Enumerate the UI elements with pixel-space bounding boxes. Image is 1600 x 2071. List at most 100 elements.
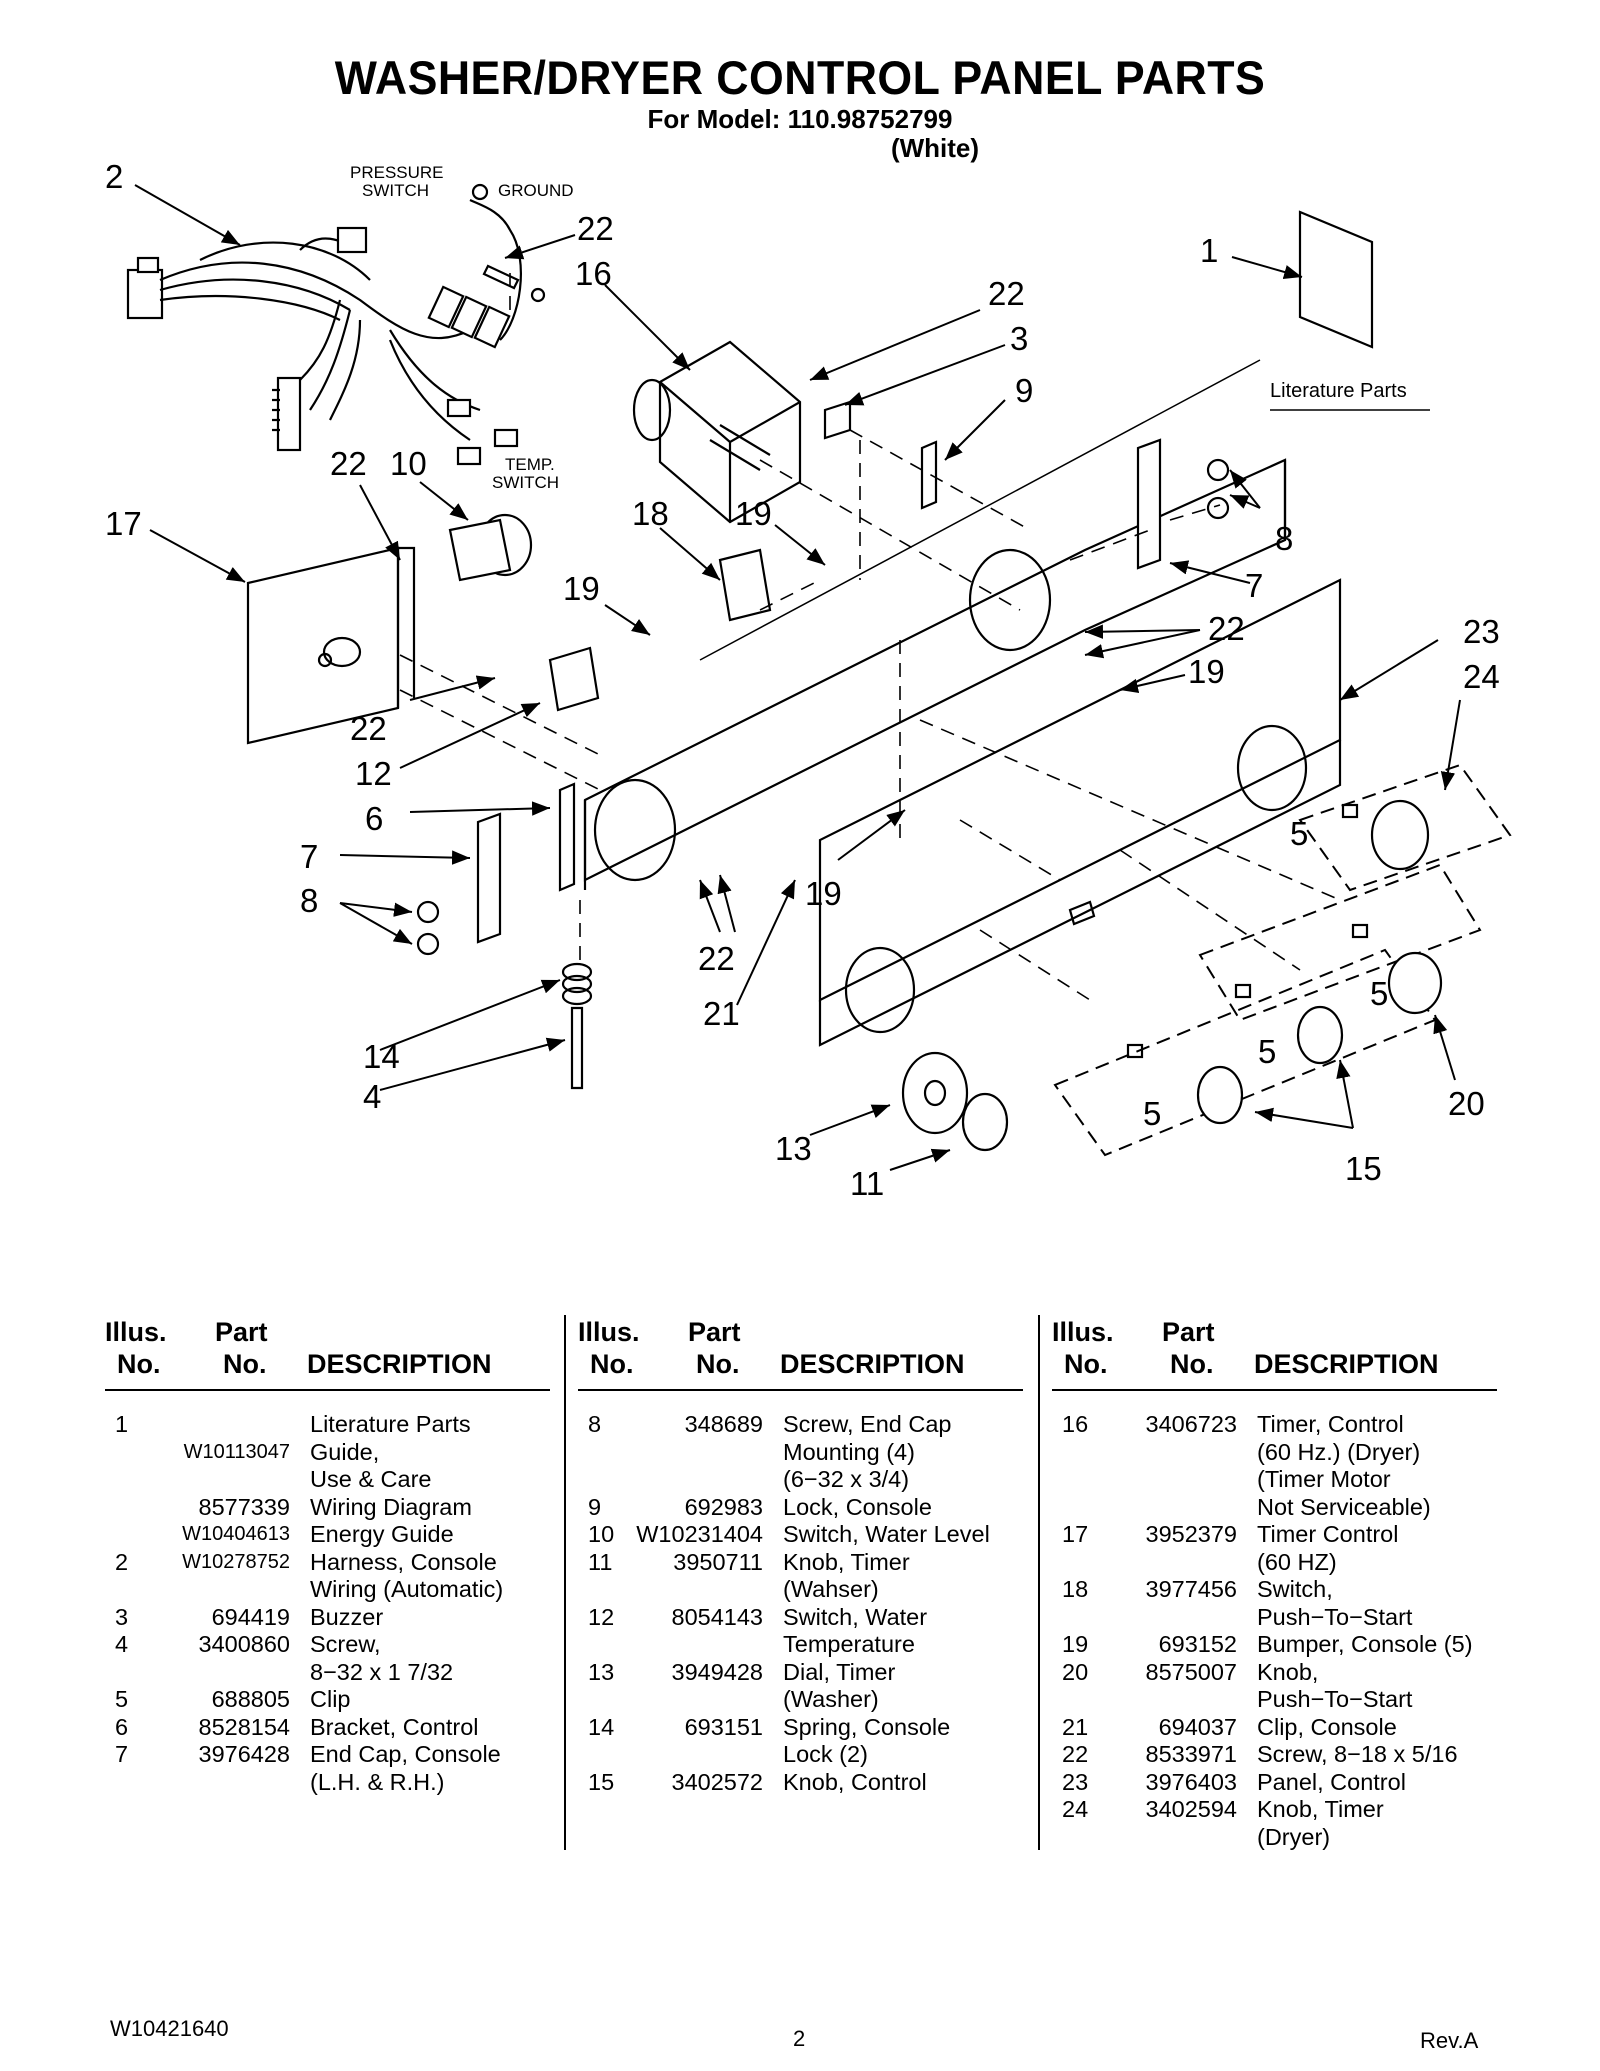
illus-number: 14 (588, 1713, 615, 1740)
description-header: DESCRIPTION (307, 1349, 492, 1379)
part-no-header: No. (223, 1349, 267, 1379)
table-row: 22 8533971 Screw, 8−18 x 5/16 (1052, 1741, 1497, 1769)
part-description: Screw, 8−18 x 5/16 (1257, 1741, 1458, 1767)
assembly-lines (399, 270, 1341, 1001)
exploded-parts-diagram: PRESSURE SWITCH GROUND TEMP. SWITCH Lite… (105, 158, 1512, 1200)
part-number: 8577339 (198, 1493, 291, 1520)
part-no-header: No. (1170, 1349, 1214, 1379)
illus-number: 20 (1062, 1658, 1089, 1685)
callout-7: 7 (1245, 567, 1263, 604)
callout-leaders (134, 184, 1461, 1171)
illus-no-header: No. (1064, 1349, 1108, 1379)
callout-16: 16 (575, 255, 612, 292)
part-number: 8054143 (671, 1603, 764, 1630)
knob-drawing (1126, 799, 1443, 1125)
part-number: 3402572 (671, 1768, 764, 1795)
table-header: Illus. No. Part No. DESCRIPTION (1052, 1315, 1497, 1391)
callout-22: 22 (330, 445, 367, 482)
table-header: Illus. No. Part No. DESCRIPTION (578, 1315, 1023, 1391)
part-number: W10278752 (182, 1550, 290, 1573)
part-no-header: No. (696, 1349, 740, 1379)
callout-8: 8 (300, 882, 318, 919)
illus-no-header: No. (117, 1349, 161, 1379)
part-description: Timer Control (60 HZ) (1257, 1521, 1399, 1575)
revision: Rev.A (1420, 2028, 1479, 2053)
illus-number: 16 (1062, 1411, 1089, 1437)
illus-number: 13 (588, 1658, 615, 1685)
part-description: Buzzer (310, 1603, 384, 1630)
part-description: Timer, Control (60 Hz.) (Dryer) (Timer M… (1257, 1411, 1431, 1520)
illus-header: Illus. (105, 1317, 167, 1347)
timer-drawing (632, 340, 802, 524)
callout-13: 13 (775, 1130, 812, 1167)
illus-no-header: No. (590, 1349, 634, 1379)
table-row: 17 3952379 Timer Control (60 HZ) (1052, 1521, 1497, 1576)
callout-6: 6 (365, 800, 383, 837)
callout-18: 18 (632, 495, 669, 532)
callout-22: 22 (350, 710, 387, 747)
callout-8: 8 (1275, 520, 1293, 557)
callout-17: 17 (105, 505, 142, 542)
part-number: 3952379 (1145, 1521, 1238, 1547)
part-description: Guide, Use & Care (310, 1438, 432, 1493)
callout-19: 19 (1188, 653, 1225, 690)
part-description: Switch, Water Temperature (783, 1603, 928, 1658)
part-number: 694419 (211, 1603, 290, 1630)
illus-number: 17 (1062, 1521, 1089, 1547)
callout-11: 11 (850, 1165, 884, 1200)
part-header: Part (688, 1317, 741, 1347)
table-header: Illus. No. Part No. DESCRIPTION (105, 1315, 550, 1391)
part-description: Spring, Console Lock (2) (783, 1713, 951, 1768)
part-number: 8533971 (1145, 1741, 1238, 1767)
callout-19: 19 (563, 570, 600, 607)
table-row: W10113047 Guide, Use & Care (105, 1439, 550, 1494)
timer-dial-knob-drawing (901, 1051, 1009, 1152)
console-lock-drawing (920, 440, 938, 510)
timer-control-drawing (246, 546, 416, 745)
push-to-start-switch-drawing (718, 548, 772, 622)
literature-booklet-drawing (1298, 210, 1374, 349)
part-description: End Cap, Console (L.H. & R.H.) (310, 1741, 501, 1795)
illus-number: 8 (588, 1411, 602, 1437)
illus-number: 2 (115, 1548, 129, 1575)
model-line: For Model: 110.98752799 (647, 104, 953, 134)
callout-19: 19 (735, 495, 772, 532)
callout-24: 24 (1463, 658, 1500, 695)
illus-number: 7 (115, 1741, 129, 1767)
callout-numbers: 2 22 16 1 22 3 9 22 10 17 18 19 8 19 7 2… (105, 158, 1500, 1200)
illus-number: 4 (115, 1631, 129, 1657)
part-number: 693152 (1158, 1631, 1237, 1657)
callout-9: 9 (1015, 372, 1033, 409)
part-description: Knob, Control (783, 1768, 927, 1795)
part-number: W10113047 (183, 1440, 290, 1463)
illus-number: 21 (1062, 1713, 1089, 1740)
water-temp-switch-drawing (548, 646, 600, 712)
illus-number: 6 (115, 1713, 129, 1740)
callout-15: 15 (1345, 1150, 1382, 1187)
part-number: 3949428 (671, 1658, 764, 1685)
color-line: (White) (890, 133, 980, 163)
literature-parts-label: Literature Parts (1270, 380, 1407, 402)
callout-1: 1 (1200, 232, 1218, 269)
illus-number: 22 (1062, 1741, 1089, 1767)
pressure-switch-label: PRESSURE (350, 163, 444, 182)
